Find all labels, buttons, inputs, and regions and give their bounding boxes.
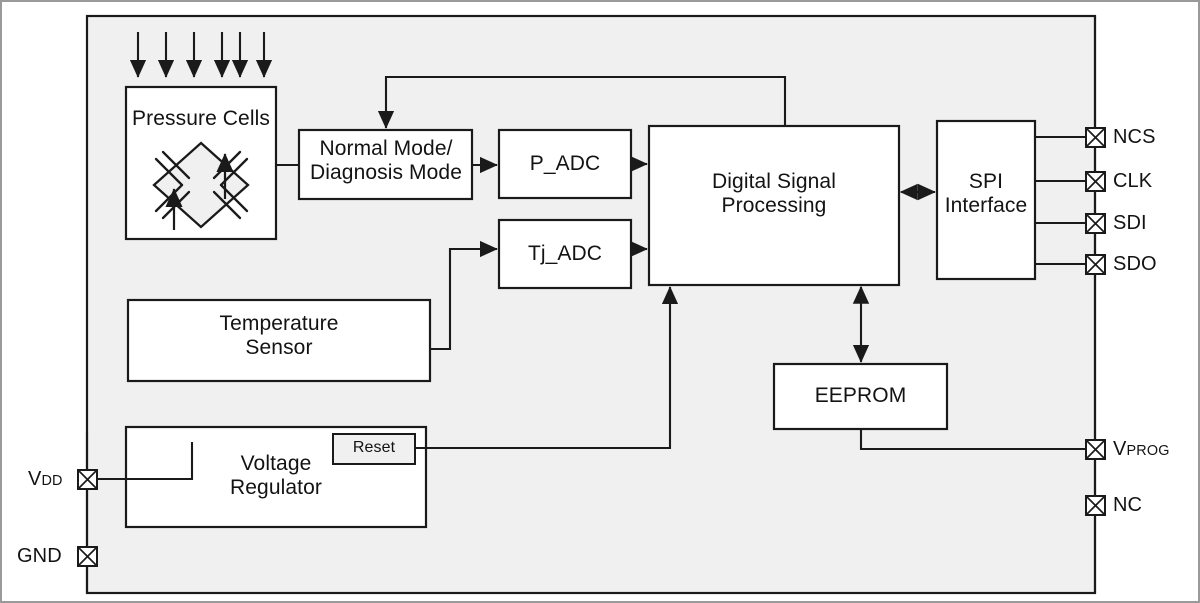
pad-gnd[interactable] — [77, 546, 98, 567]
pad-group-right — [1085, 127, 1106, 516]
bridge-variable-arrows — [165, 153, 234, 230]
block-temperature-sensor[interactable] — [126, 298, 432, 383]
block-p-adc[interactable] — [497, 128, 633, 200]
block-spi-interface[interactable] — [935, 119, 1037, 281]
link-tempsensor-to-tjadc — [430, 240, 498, 351]
pad-sdo[interactable] — [1085, 254, 1106, 275]
pad-clk[interactable] — [1085, 171, 1106, 192]
pad-ncs[interactable] — [1085, 127, 1106, 148]
block-reset[interactable] — [332, 433, 416, 465]
pad-group-left — [77, 469, 98, 567]
pad-nc[interactable] — [1085, 495, 1106, 516]
link-vdd-to-regulator — [96, 442, 194, 481]
block-eeprom[interactable] — [772, 362, 949, 431]
pressure-input-arrows — [129, 32, 273, 78]
link-dsp-feedback-to-mode — [377, 75, 787, 129]
pad-vdd[interactable] — [77, 469, 98, 490]
link-reset-to-dsp — [415, 286, 679, 450]
block-dsp[interactable] — [647, 124, 901, 287]
pad-vprog[interactable] — [1085, 439, 1106, 460]
block-mode-select[interactable] — [297, 128, 474, 201]
pad-sdi[interactable] — [1085, 213, 1106, 234]
block-tj-adc[interactable] — [497, 218, 633, 290]
link-eeprom-to-vprog — [859, 429, 1086, 451]
